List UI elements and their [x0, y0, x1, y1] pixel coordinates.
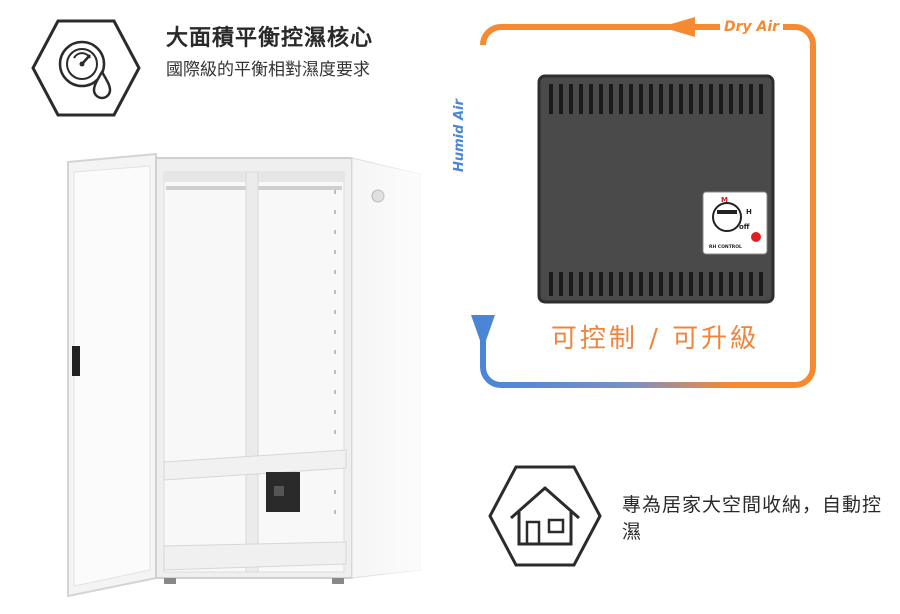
dial-right-label: H	[746, 208, 752, 216]
humidity-gauge-icon	[31, 19, 141, 117]
dial-brand-label: RH CONTROL	[709, 244, 742, 250]
feature-description: 國際級的平衡相對濕度要求	[166, 60, 370, 80]
feature-title: 大面積平衡控濕核心	[166, 26, 374, 51]
dial-top-label: M	[721, 196, 728, 204]
storage-cabinet-illustration	[67, 150, 450, 610]
dry-air-label: Dry Air	[720, 19, 784, 35]
feature-bottom-text: 專為居家大空間收納，自動控濕	[622, 494, 883, 543]
dial-off-label: off	[739, 223, 750, 231]
house-icon	[488, 465, 602, 567]
control-caption: 可控制 / 可升級	[550, 324, 760, 354]
humid-air-label: Humid Air	[452, 95, 467, 176]
dehumidifier-unit: M H off RH CONTROL	[537, 74, 775, 304]
airflow-loop-diagram	[471, 17, 816, 388]
